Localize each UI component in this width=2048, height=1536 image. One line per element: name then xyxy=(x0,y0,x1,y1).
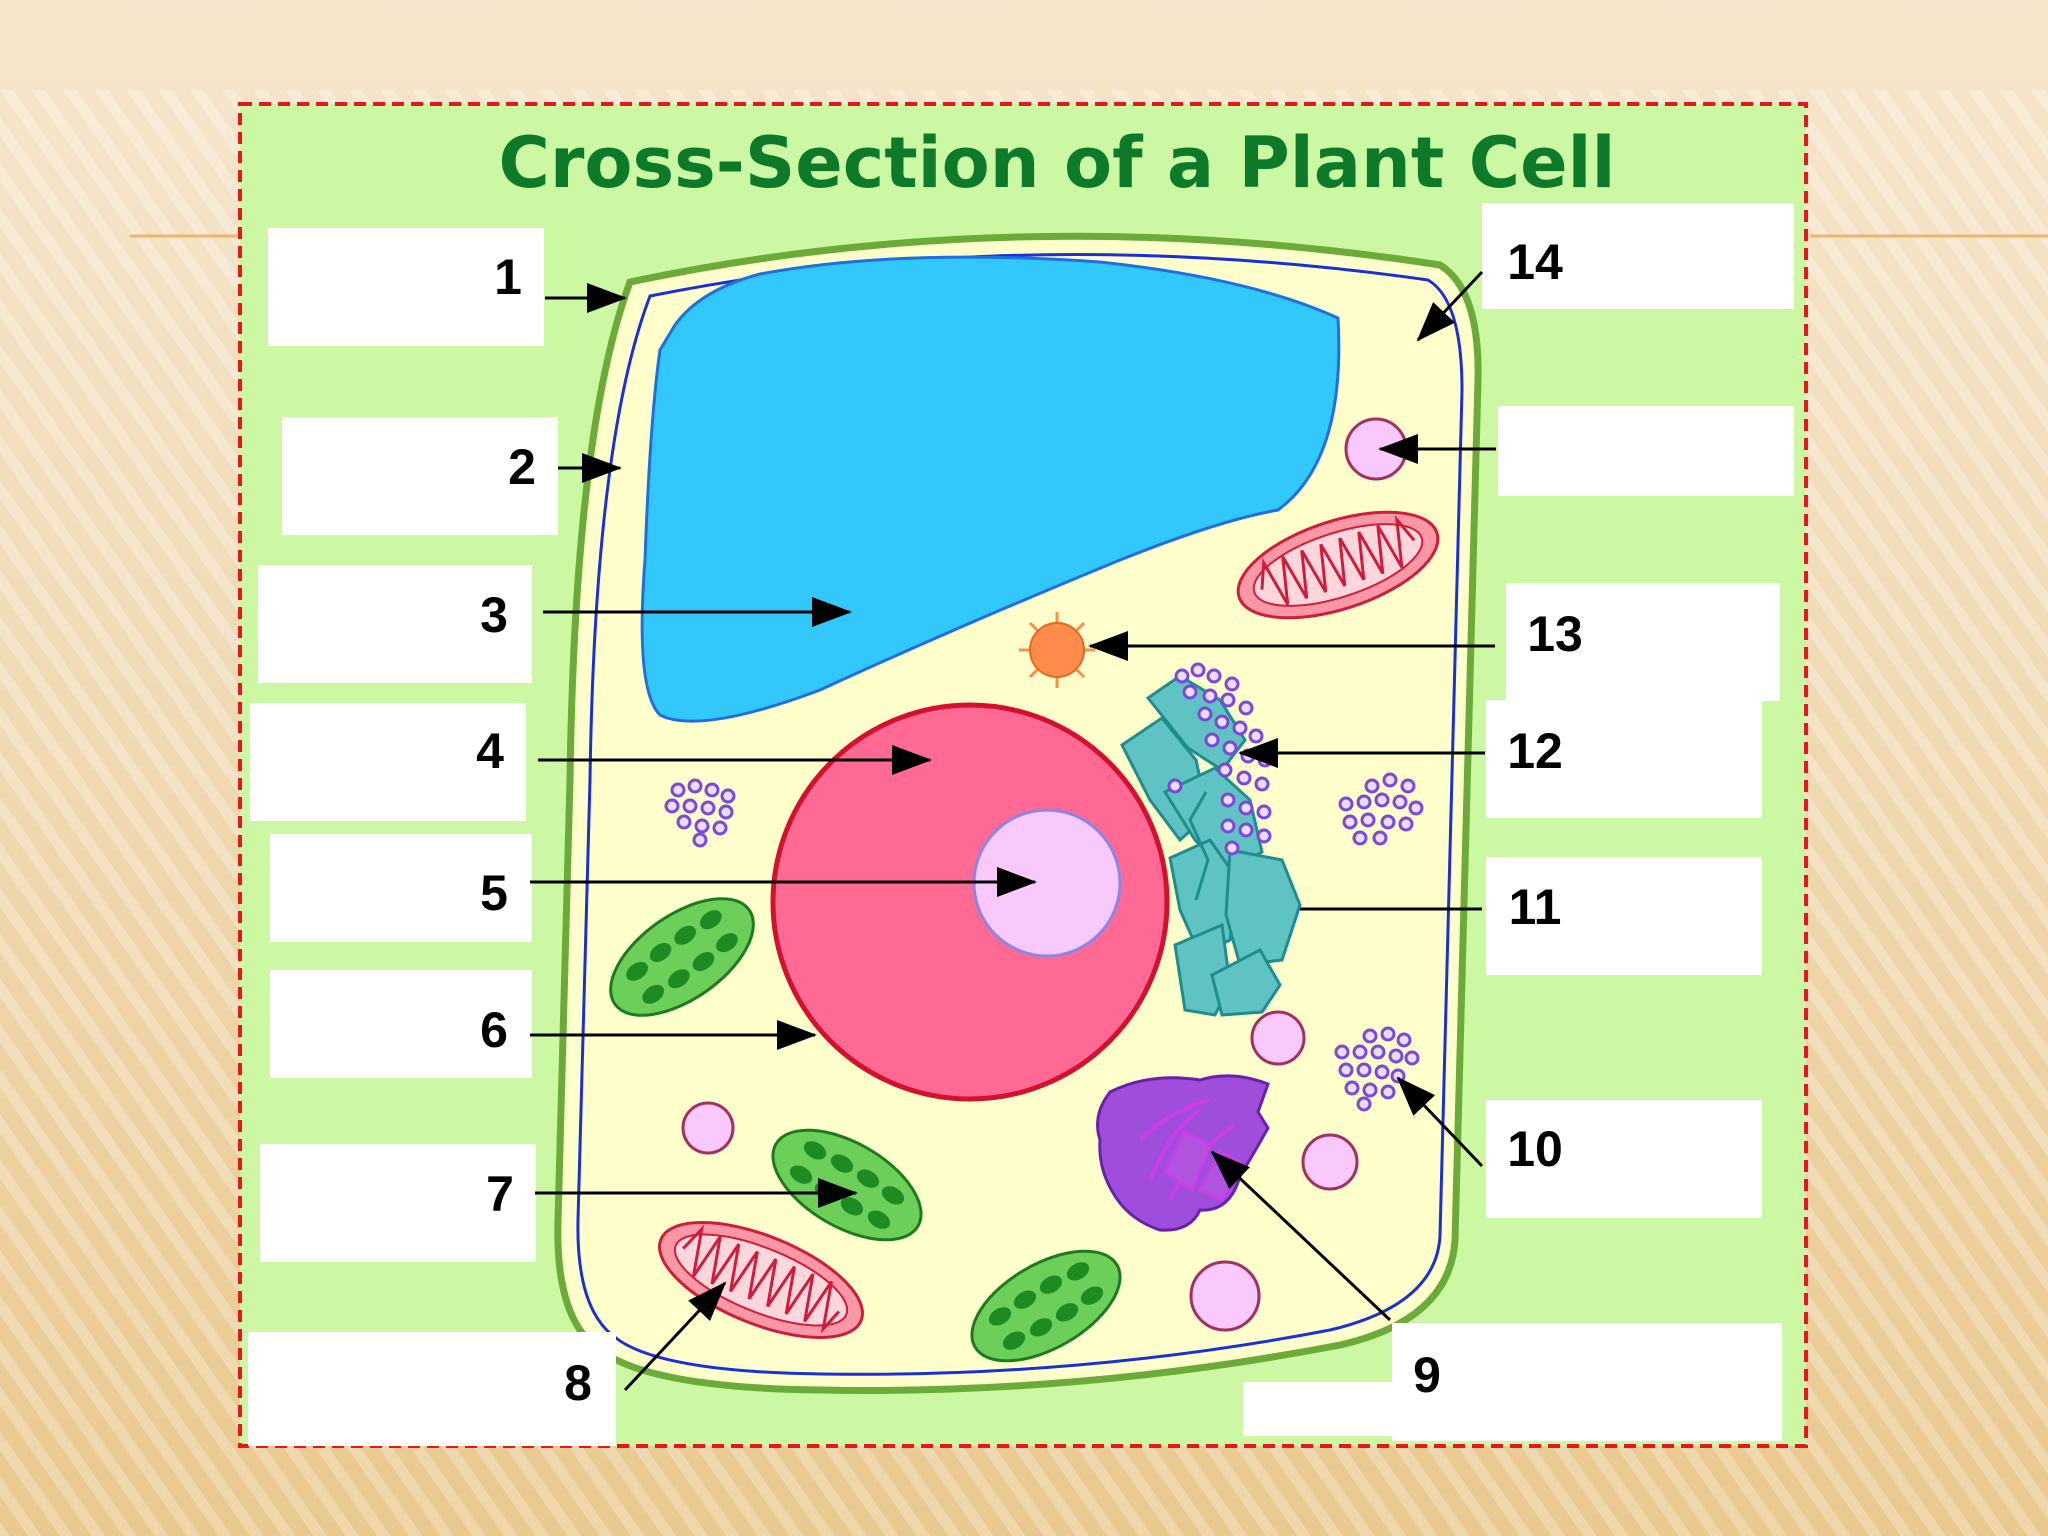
answer-box-9[interactable] xyxy=(1392,1323,1782,1441)
chloroplast xyxy=(609,897,755,1017)
answer-box-6[interactable] xyxy=(270,970,532,1078)
label-12: 12 xyxy=(1507,723,1563,779)
chloroplast xyxy=(970,1249,1122,1363)
label-8: 8 xyxy=(564,1355,592,1411)
centrosome xyxy=(1019,612,1095,688)
leader-line-9 xyxy=(1210,1150,1392,1322)
ribosome-cluster xyxy=(1334,1026,1420,1112)
vesicle xyxy=(1250,1010,1306,1066)
mitochondrion xyxy=(658,1221,864,1339)
answer-box-10[interactable] xyxy=(1486,1100,1762,1218)
golgi-apparatus xyxy=(1096,1074,1270,1232)
label-13: 13 xyxy=(1527,606,1583,662)
leader-line-8 xyxy=(623,1281,727,1392)
answer-box-5[interactable] xyxy=(270,834,532,942)
mitochondrion xyxy=(1236,510,1440,620)
cell-membrane xyxy=(576,253,1464,1376)
answer-box-1[interactable] xyxy=(268,228,544,346)
answer-box-14[interactable] xyxy=(1482,203,1794,309)
label-1: 1 xyxy=(494,249,522,305)
label-3: 3 xyxy=(480,587,508,643)
label-9: 9 xyxy=(1413,1347,1441,1403)
answer-box-12[interactable] xyxy=(1486,700,1762,818)
label-7: 7 xyxy=(486,1166,514,1222)
nucleus xyxy=(770,702,1170,1102)
leader-line-10 xyxy=(1396,1076,1484,1168)
label-10: 10 xyxy=(1507,1121,1563,1177)
answer-box-2[interactable] xyxy=(282,417,558,535)
ribosome-cluster xyxy=(1338,772,1424,846)
answer-box-13[interactable] xyxy=(1506,583,1780,701)
answer-box-7[interactable] xyxy=(260,1144,536,1262)
label-4: 4 xyxy=(476,723,504,779)
label-5: 5 xyxy=(480,865,508,921)
answer-box-8[interactable] xyxy=(248,1332,616,1446)
ribosome-cluster xyxy=(664,778,736,848)
label-11: 11 xyxy=(1509,879,1562,935)
vesicle xyxy=(681,1101,735,1155)
diagram-title: Cross-Section of a Plant Cell xyxy=(498,122,1615,204)
vesicle xyxy=(1301,1133,1359,1191)
answer-box-unlabeled[interactable] xyxy=(1498,406,1794,496)
label-2: 2 xyxy=(508,439,536,495)
leader-line-14 xyxy=(1416,270,1484,342)
answer-box-9b[interactable] xyxy=(1243,1382,1393,1436)
answer-box-4[interactable] xyxy=(250,703,526,821)
answer-box-11[interactable] xyxy=(1486,857,1762,975)
vesicle xyxy=(1189,1260,1261,1332)
answer-box-3[interactable] xyxy=(258,565,532,683)
label-14: 14 xyxy=(1507,234,1563,290)
label-6: 6 xyxy=(480,1002,508,1058)
